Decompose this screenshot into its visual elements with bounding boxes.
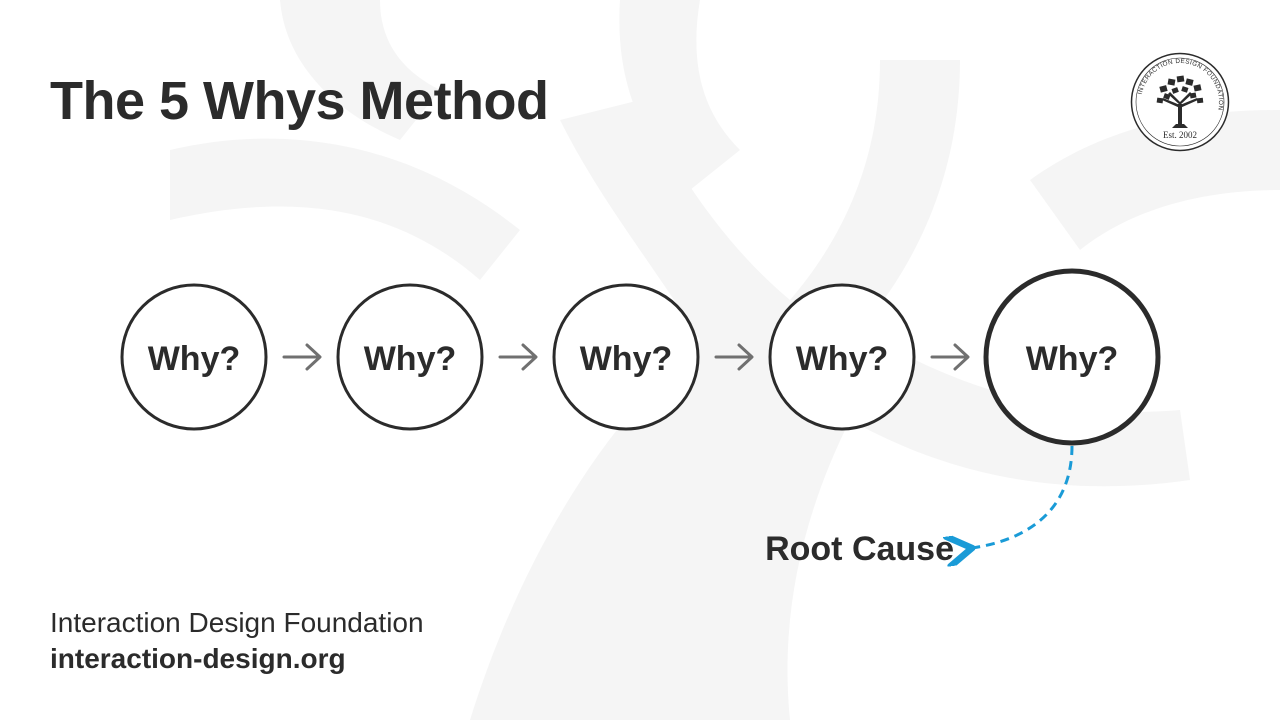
footer-org-name: Interaction Design Foundation xyxy=(50,607,424,638)
arrow-right-icon xyxy=(498,343,538,371)
why-label: Why? xyxy=(580,340,673,378)
curved-dashed-arrow-icon xyxy=(972,445,1074,548)
logo-est-label: Est. 2002 xyxy=(1163,130,1197,140)
why-step-5: Why? xyxy=(983,268,1161,446)
why-step-3: Why? xyxy=(552,283,700,431)
why-step-2: Why? xyxy=(336,283,484,431)
why-circle xyxy=(120,283,268,431)
why-circle-final xyxy=(983,268,1161,446)
why-circle xyxy=(768,283,916,431)
arrow-right-icon xyxy=(714,343,754,371)
why-label: Why? xyxy=(1026,340,1119,378)
why-label: Why? xyxy=(364,340,457,378)
root-cause-label: Root Cause xyxy=(765,530,954,568)
why-circle xyxy=(552,283,700,431)
arrow-right-icon xyxy=(282,343,322,371)
why-step-1: Why? xyxy=(120,283,268,431)
why-step-4: Why? xyxy=(768,283,916,431)
arrow-right-icon xyxy=(930,343,970,371)
idf-logo: INTERACTION DESIGN FOUNDATION Est. 2002 xyxy=(1130,52,1230,152)
why-label: Why? xyxy=(148,340,241,378)
tree-icon xyxy=(1156,75,1204,128)
footer-url[interactable]: interaction-design.org xyxy=(50,643,346,674)
page-title: The 5 Whys Method xyxy=(50,71,549,131)
why-label: Why? xyxy=(796,340,889,378)
why-circle xyxy=(336,283,484,431)
